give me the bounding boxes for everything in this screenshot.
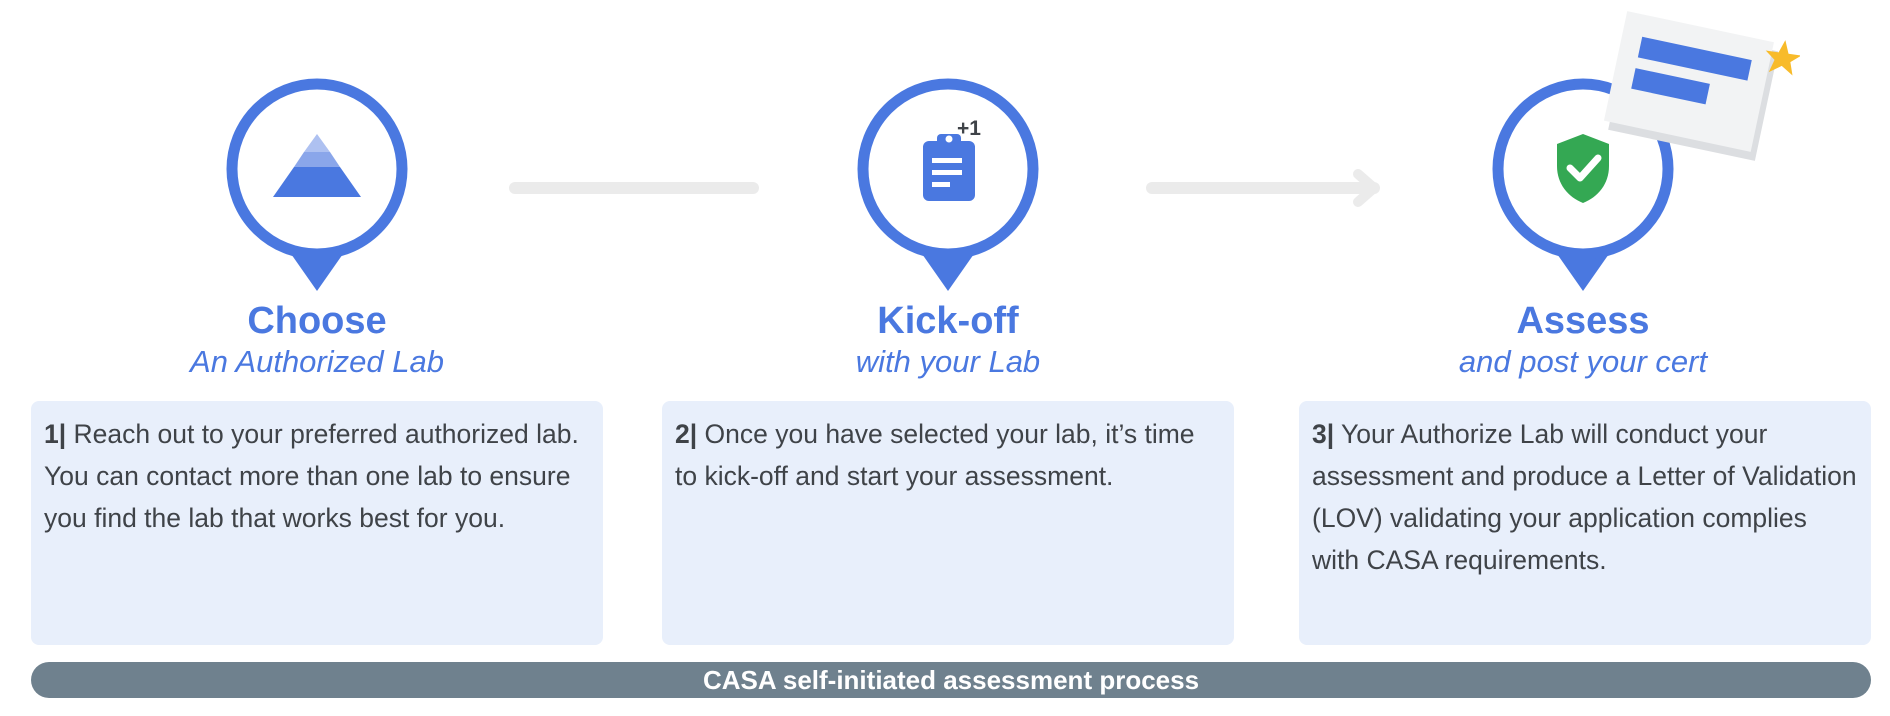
- step-2-number: 2|: [675, 419, 698, 449]
- star-icon: [1765, 40, 1800, 76]
- step-3-card: 3| Your Authorize Lab will conduct your …: [1299, 401, 1871, 645]
- step-2-title: Kick-off: [877, 300, 1019, 342]
- step-2-subtitle: with your Lab: [855, 344, 1041, 379]
- shield-check-icon: [1557, 134, 1609, 203]
- step-1-description: Reach out to your preferred authorized l…: [44, 419, 579, 533]
- step-1-title: Choose: [247, 300, 387, 342]
- step-1-number: 1|: [44, 419, 67, 449]
- clipboard-badge: +1: [957, 117, 981, 140]
- step-1-pin: [222, 76, 412, 296]
- clipboard-icon: [923, 134, 975, 201]
- pyramid-icon: [273, 134, 361, 197]
- step-2-pin: +1: [853, 76, 1043, 296]
- connector-arrow: [1146, 169, 1380, 207]
- process-banner: CASA self-initiated assessment process: [31, 662, 1871, 698]
- certificate-icon: [1603, 11, 1800, 161]
- step-3-number: 3|: [1312, 419, 1335, 449]
- step-2-description: Once you have selected your lab, it’s ti…: [675, 419, 1195, 491]
- step-3-title: Assess: [1516, 300, 1650, 342]
- connector-line: [509, 182, 759, 194]
- step-1-card: 1| Reach out to your preferred authorize…: [31, 401, 603, 645]
- step-3-description: Your Authorize Lab will conduct your ass…: [1312, 419, 1857, 575]
- step-2-card: 2| Once you have selected your lab, it’s…: [662, 401, 1234, 645]
- step-1-subtitle: An Authorized Lab: [190, 344, 444, 379]
- step-3-subtitle: and post your cert: [1458, 344, 1708, 379]
